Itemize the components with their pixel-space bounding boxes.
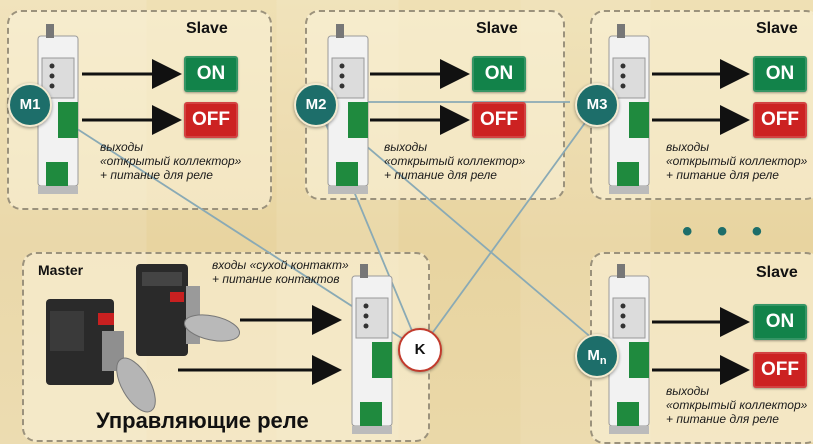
din-module-2 [327,24,369,194]
master-note: входы «сухой контакт»+ питание контактов [212,258,349,286]
toggle-switch-front [46,299,156,413]
din-module-3 [608,24,650,194]
slave-note-1: выходы«открытый коллектор»+ питание для … [100,140,242,182]
off-button-2[interactable]: OFF [472,102,526,138]
module-badge-m1[interactable]: M1 [8,83,52,127]
slave-title-1: Slave [186,20,228,37]
module-badge-mn-subscript: n [599,355,607,367]
slave-title-3: Slave [756,20,798,37]
off-button-n[interactable]: OFF [753,352,807,388]
slave-title-2: Slave [476,20,518,37]
on-button-1[interactable]: ON [184,56,238,92]
module-badge-m2[interactable]: M2 [294,83,338,127]
master-label: Управляющие реле [96,408,309,433]
slave-note-n: выходы«открытый коллектор»+ питание для … [666,384,808,426]
slave-note-3: выходы«открытый коллектор»+ питание для … [666,140,808,182]
line-m3-k [419,104,599,351]
toggle-switch-rear [136,264,241,356]
on-button-3[interactable]: ON [753,56,807,92]
more-modules-ellipsis: • • • [682,215,771,248]
slave-title-n: Slave [756,264,798,281]
on-button-2[interactable]: ON [472,56,526,92]
module-badge-m3[interactable]: M3 [575,83,619,127]
slave-note-2: выходы«открытый коллектор»+ питание для … [384,140,526,182]
din-module-master [351,264,393,434]
module-badge-mn-label: M [587,347,600,364]
off-button-3[interactable]: OFF [753,102,807,138]
master-title: Master [38,262,84,278]
on-button-n[interactable]: ON [753,304,807,340]
controller-badge-k[interactable]: K [398,328,442,372]
module-badge-mn[interactable]: Mn [575,334,619,378]
off-button-1[interactable]: OFF [184,102,238,138]
